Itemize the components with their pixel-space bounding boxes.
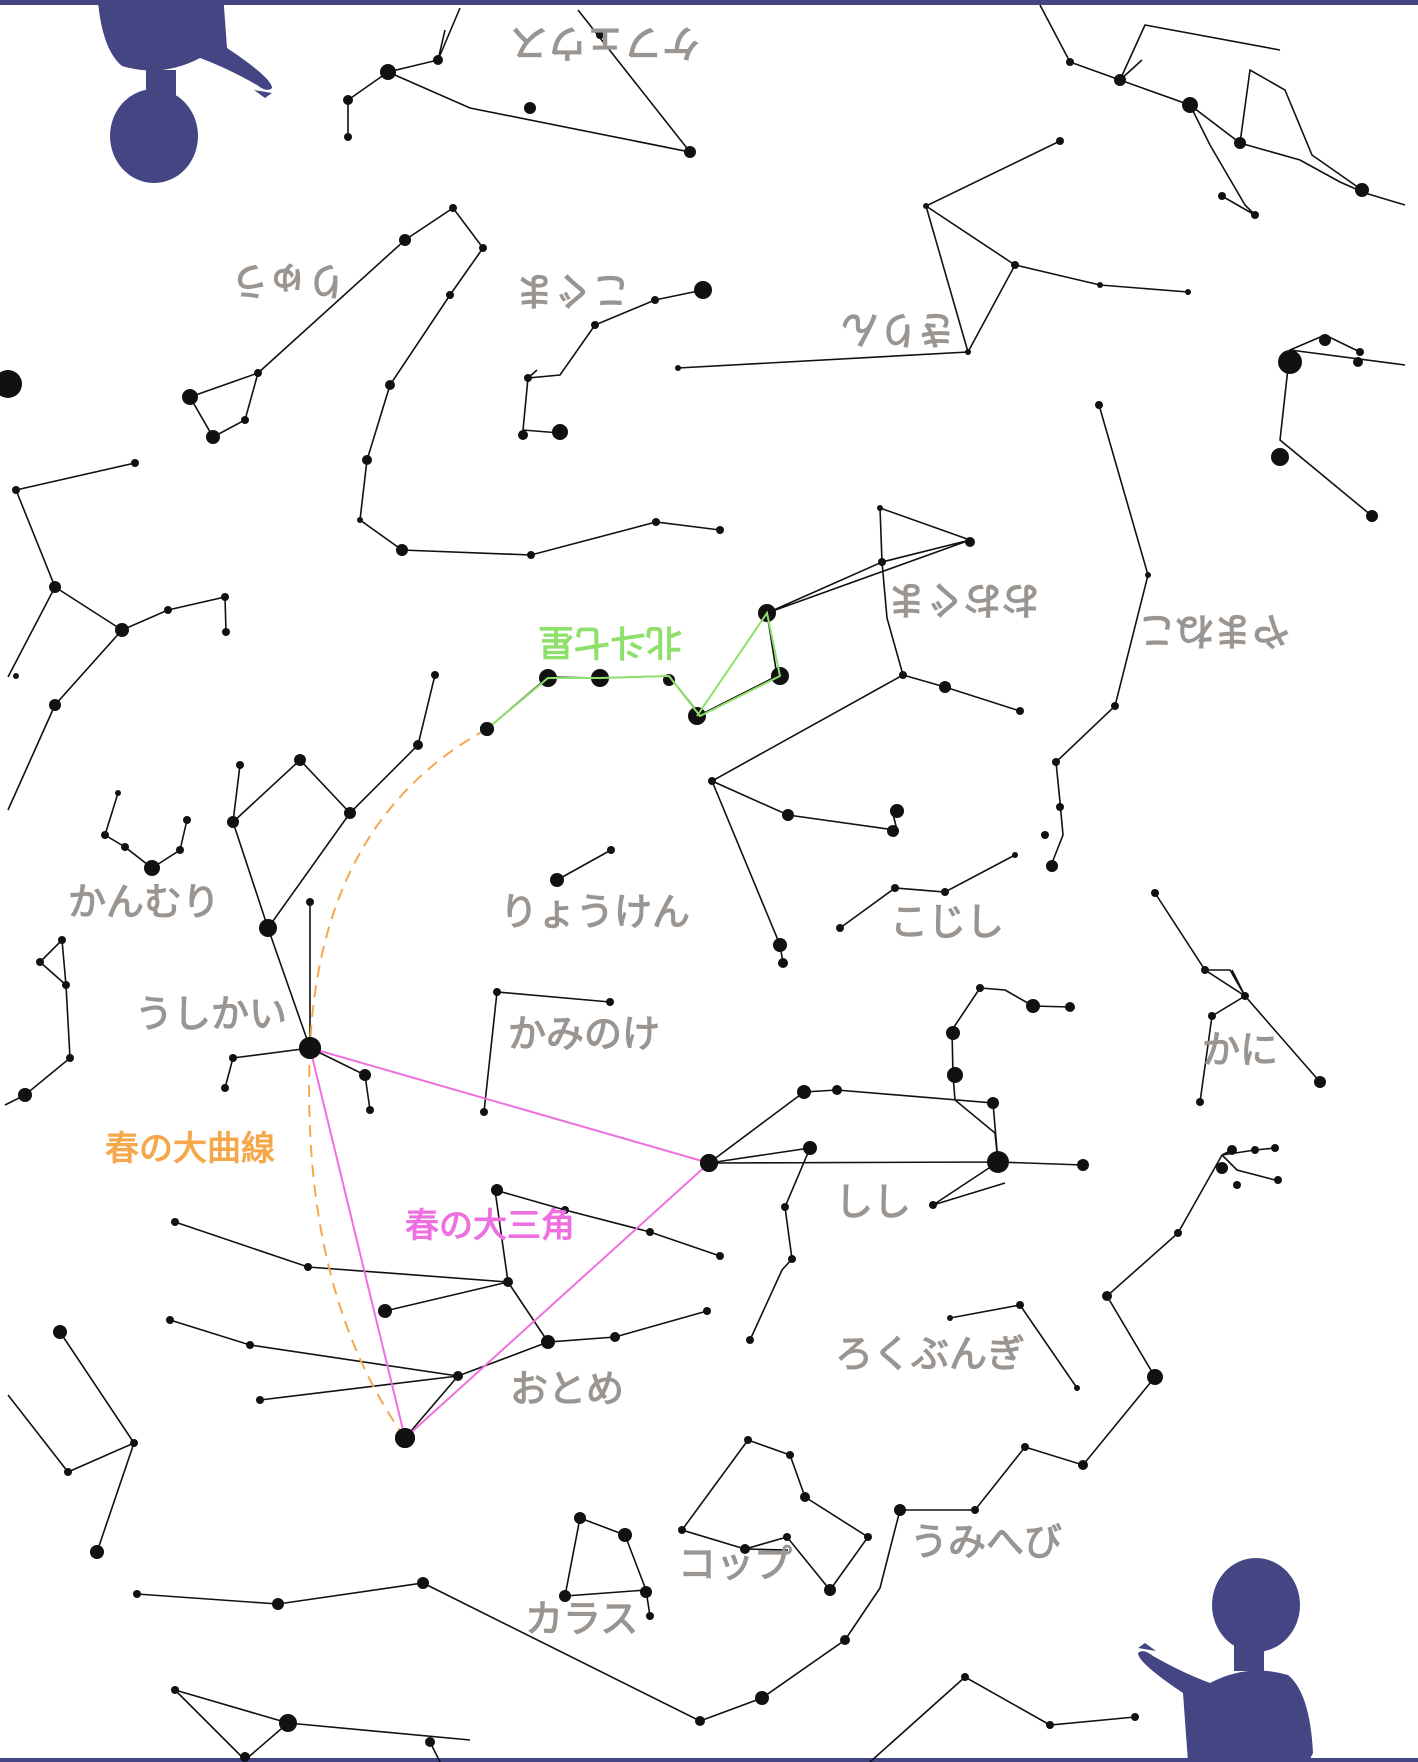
label-hydra: うみへび bbox=[910, 1520, 1062, 1564]
label-sextans: ろくぶんぎ bbox=[835, 1332, 1025, 1376]
constellation-lines bbox=[4, 4, 1406, 1762]
label-canes-venatici: りょうけん bbox=[500, 890, 690, 934]
label-corvus: カラス bbox=[525, 1597, 638, 1641]
label-spring-curve: 春の大曲線 bbox=[105, 1129, 275, 1169]
big-dipper-line bbox=[486, 610, 782, 730]
label-spring-triangle: 春の大三角 bbox=[405, 1206, 575, 1246]
label-corona-borealis: かんむり bbox=[68, 880, 220, 924]
label-lynx: やまねこ bbox=[1138, 609, 1290, 653]
guide-star-dots bbox=[299, 722, 718, 1448]
bottom-border bbox=[0, 1758, 1418, 1762]
label-camelopardalis: きりん bbox=[841, 308, 955, 352]
label-cancer: かに bbox=[1202, 1028, 1278, 1072]
label-leo-minor: こじし bbox=[890, 900, 1004, 944]
label-coma: かみのけ bbox=[508, 1012, 660, 1056]
label-bootes: うしかい bbox=[135, 992, 287, 1036]
child-silhouette-icon bbox=[1138, 1558, 1313, 1762]
label-crater: コップ bbox=[678, 1542, 792, 1586]
spring-curve-line bbox=[308, 728, 488, 1439]
label-cepheus: ケフェウス bbox=[510, 21, 700, 65]
top-border bbox=[0, 0, 1418, 5]
label-virgo: おとめ bbox=[510, 1367, 624, 1411]
label-ursa-major: おおぐま bbox=[888, 578, 1040, 622]
label-big-dipper: 北斗七星 bbox=[538, 621, 682, 662]
spring-triangle-line bbox=[308, 1046, 712, 1440]
label-leo: しし bbox=[835, 1180, 911, 1224]
label-ursa-minor: こぐま bbox=[516, 269, 630, 313]
child-silhouette-icon bbox=[97, 0, 272, 183]
label-draco: りゅう bbox=[231, 259, 345, 303]
